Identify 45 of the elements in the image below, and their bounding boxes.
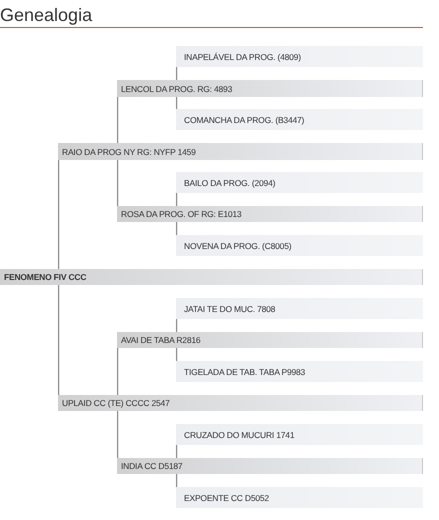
pedigree-bar: [117, 332, 423, 348]
animal-name: INAPELÁVEL DA PROG. (4809): [184, 52, 301, 62]
pedigree-bar: [117, 80, 423, 97]
animal-name: TIGELADA DE TAB. TABA P9983: [184, 366, 306, 376]
pedigree-connector-line: [117, 97, 118, 143]
ancestor-bar: [176, 172, 423, 193]
ancestor-bar: [176, 361, 423, 382]
animal-name: COMANCHA DA PROG. (B3447): [184, 114, 304, 124]
pedigree-connector-line: [176, 222, 178, 235]
pedigree-connector-line: [176, 67, 178, 80]
animal-name: JATAI TE DO MUC. 7808: [184, 304, 276, 314]
animal-name: FENOMENO FIV CCC: [4, 272, 86, 282]
animal-name: RAIO DA PROG NY RG: NYFP 1459: [62, 146, 196, 156]
pedigree-bar: [58, 143, 423, 160]
pedigree-connector-line: [176, 445, 178, 458]
pedigree-connector-line: [117, 411, 118, 458]
ancestor-bar: [176, 298, 423, 319]
animal-name: LENCOL DA PROG. RG: 4893: [121, 84, 232, 94]
animal-name: ROSA DA PROG. OF RG: E1013: [121, 209, 242, 219]
title: Genealogia: [0, 4, 92, 26]
pedigree-connector-line: [176, 348, 178, 361]
pedigree-connector-line: [176, 193, 178, 206]
pedigree-bar: [0, 269, 423, 285]
pedigree-bar: [58, 395, 423, 411]
pedigree-connector-line: [117, 160, 118, 206]
pedigree-connector-line: [176, 319, 178, 332]
animal-name: EXPOENTE CC D5052: [184, 492, 269, 502]
ancestor-bar: [176, 235, 423, 256]
animal-name: NOVENA DA PROG. (C8005): [184, 240, 292, 250]
pedigree-connector-line: [176, 474, 178, 487]
ancestor-bar: [176, 109, 423, 130]
pedigree-connector-line: [117, 348, 118, 395]
animal-name: BAILO DA PROG. (2094): [184, 178, 276, 188]
animal-name: AVAI DE TABA R2816: [121, 335, 200, 345]
animal-name: CRUZADO DO MUCURI 1741: [184, 430, 294, 440]
animal-name: UPLAID CC (TE) CCCC 2547: [62, 398, 170, 408]
animal-name: INDIA CC D5187: [121, 461, 182, 471]
pedigree-connector-line: [176, 97, 178, 109]
ancestor-bar: [176, 424, 423, 445]
pedigree-connector-line: [58, 285, 60, 395]
pedigree-connector-line: [58, 160, 60, 269]
pedigree-bar: [117, 206, 423, 222]
pedigree-bar: [117, 458, 423, 474]
ancestor-bar: [176, 487, 423, 508]
ancestor-bar: [176, 46, 423, 67]
